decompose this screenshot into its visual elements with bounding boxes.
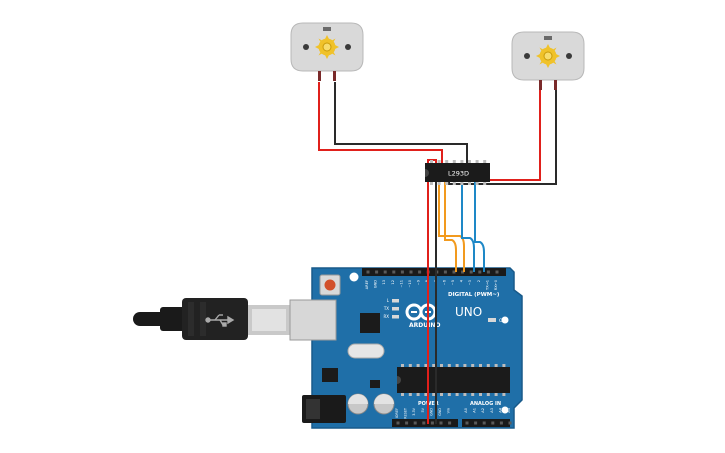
header-pin-hole[interactable] xyxy=(478,270,482,274)
reset-button[interactable] xyxy=(319,274,341,296)
header-pin-hole[interactable] xyxy=(375,270,379,274)
analog-header[interactable] xyxy=(462,419,510,427)
digital-header[interactable] xyxy=(362,268,506,276)
led-label: L xyxy=(387,298,390,303)
header-pin-hole[interactable] xyxy=(439,421,443,425)
pin-label: 3.3V xyxy=(412,407,416,415)
header-pin-hole[interactable] xyxy=(443,270,447,274)
led-label: TX xyxy=(383,306,389,311)
wire-orange[interactable] xyxy=(438,182,465,272)
header-pin-hole[interactable] xyxy=(469,270,473,274)
header-pin-hole[interactable] xyxy=(461,270,465,274)
voltage-regulator xyxy=(322,368,338,382)
pin-label: IOREF xyxy=(395,408,399,418)
mounting-hole xyxy=(501,406,509,414)
pin-label: A2 xyxy=(481,408,485,413)
dc-motor-right[interactable] xyxy=(511,31,585,90)
analog-label: ANALOG IN xyxy=(470,401,501,407)
led-indicator xyxy=(392,307,399,311)
header-pin-hole[interactable] xyxy=(495,270,499,274)
pin-label: ~6 xyxy=(442,279,446,285)
led-indicator xyxy=(392,315,399,319)
l293d-driver-chip[interactable]: L293D xyxy=(425,160,490,185)
atmega-microcontroller xyxy=(397,364,510,396)
header-pin-hole[interactable] xyxy=(491,421,495,425)
header-pin-hole[interactable] xyxy=(430,421,434,425)
power-led xyxy=(488,318,496,322)
header-pin-hole[interactable] xyxy=(499,421,503,425)
pin-label: AREF xyxy=(365,280,369,289)
wire-red[interactable] xyxy=(485,90,541,181)
pin-label: GND xyxy=(438,408,442,416)
header-pin-hole[interactable] xyxy=(383,270,387,274)
pin-label: TX→1 xyxy=(485,280,489,291)
on-label: ON xyxy=(499,318,506,324)
usb-cable[interactable] xyxy=(133,298,290,340)
led-label: RX xyxy=(383,314,389,319)
header-pin-hole[interactable] xyxy=(409,270,413,274)
pin-label: 13 xyxy=(382,280,386,285)
header-pin-hole[interactable] xyxy=(482,421,486,425)
pin-label: GND xyxy=(429,408,433,416)
pin-label: GND xyxy=(374,280,378,288)
gear-icon xyxy=(315,35,339,59)
usb-port xyxy=(289,299,337,341)
pin-label: A3 xyxy=(490,408,494,413)
pin-label: 12 xyxy=(391,280,395,285)
chip-label: L293D xyxy=(448,170,469,178)
pin-label: ~3 xyxy=(468,280,472,285)
pin-label: Vin xyxy=(447,408,451,413)
led-indicator xyxy=(392,299,399,303)
header-pin-hole[interactable] xyxy=(508,421,512,425)
header-pin-hole[interactable] xyxy=(418,270,422,274)
usb-symbol-icon xyxy=(205,314,235,327)
pin-label: 2 xyxy=(477,280,481,282)
pin-label: A4 xyxy=(498,407,502,412)
pin-label: ~11 xyxy=(399,280,403,288)
pin-label: A5 xyxy=(507,408,511,413)
board-model-text: UNO xyxy=(455,305,482,319)
pin-label: 5V xyxy=(421,407,425,412)
wire-black[interactable] xyxy=(334,82,468,163)
header-pin-hole[interactable] xyxy=(448,421,452,425)
pin-label: ~9 xyxy=(417,279,421,285)
gear-icon xyxy=(536,44,560,68)
header-pin-hole[interactable] xyxy=(413,421,417,425)
header-pin-hole[interactable] xyxy=(465,421,469,425)
header-pin-hole[interactable] xyxy=(396,421,400,425)
dc-motor-left[interactable] xyxy=(290,22,364,81)
pin-label: A1 xyxy=(473,408,477,413)
header-pin-hole[interactable] xyxy=(486,270,490,274)
mounting-hole xyxy=(349,272,359,282)
header-pin-hole[interactable] xyxy=(392,270,396,274)
header-pin-hole[interactable] xyxy=(452,270,456,274)
wire-blue[interactable] xyxy=(461,182,475,272)
crystal-oscillator xyxy=(347,343,385,359)
pin-label: 4 xyxy=(460,279,464,282)
mounting-hole xyxy=(501,316,509,324)
pin-label: A0 xyxy=(464,407,468,412)
pin-label: ~5 xyxy=(451,280,455,285)
wire-blue[interactable] xyxy=(474,182,485,272)
wire-orange[interactable] xyxy=(444,182,457,272)
capacitor-icon xyxy=(347,393,395,415)
digital-header-label: DIGITAL (PWM~) xyxy=(448,292,500,298)
header-pin-hole[interactable] xyxy=(422,421,426,425)
usb-controller-chip xyxy=(360,313,380,333)
pin-label: RESET xyxy=(404,407,408,419)
pin-label: RX←0 xyxy=(494,279,498,290)
wire-red[interactable] xyxy=(318,82,443,163)
header-pin-hole[interactable] xyxy=(405,421,409,425)
header-pin-hole[interactable] xyxy=(474,421,478,425)
header-pin-hole[interactable] xyxy=(400,270,404,274)
pin-label: ~10 xyxy=(408,279,412,287)
board-logo-text: ARDUINO xyxy=(409,322,440,329)
header-pin-hole[interactable] xyxy=(366,270,370,274)
